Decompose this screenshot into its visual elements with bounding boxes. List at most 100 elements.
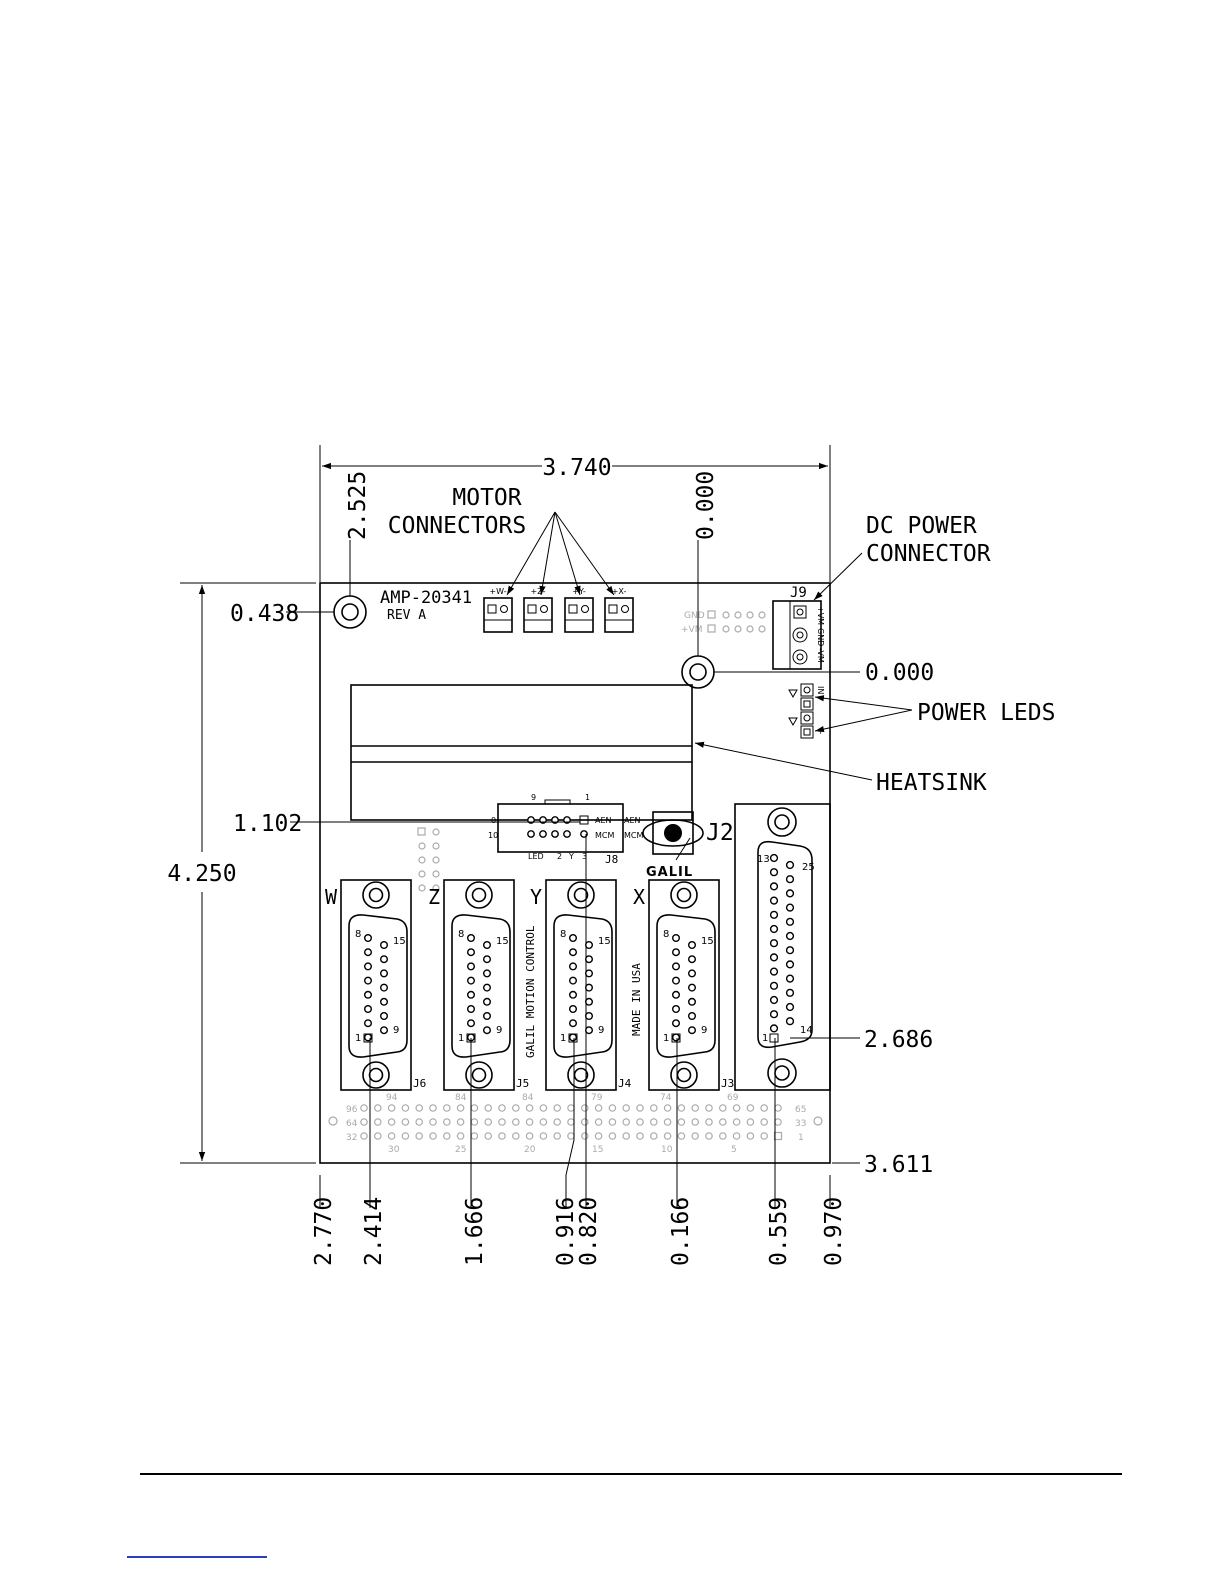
header-hole — [401, 1118, 410, 1126]
header-hole — [442, 1118, 451, 1126]
bottom-dim-6: 0.166 — [668, 1197, 694, 1266]
header-hole — [636, 1104, 644, 1112]
dc-power-line1: DC POWER — [866, 513, 977, 539]
header-hole — [525, 1132, 534, 1140]
connector-pin-label: 15 — [496, 936, 509, 947]
connector-pin — [585, 969, 594, 978]
header-top-num-6: 69 — [727, 1093, 739, 1103]
connector-pin — [672, 1019, 681, 1028]
heatsink-label: HEATSINK — [876, 770, 987, 796]
header-hole — [373, 1104, 382, 1112]
header-hole — [387, 1118, 396, 1126]
bottom-dimension-lines — [319, 834, 831, 1208]
header-hole — [677, 1118, 686, 1126]
header-hole — [553, 1132, 562, 1140]
header-hole — [705, 1104, 713, 1112]
connector-25pin-pin — [785, 946, 795, 955]
header-hole — [442, 1132, 451, 1140]
vm-pad-label: +VM — [681, 625, 702, 635]
j9-pin-gnd: GND — [816, 628, 825, 646]
connector-25pin-pin — [785, 931, 795, 941]
connector-pin — [672, 976, 681, 985]
motor-terminal-x-label: +X- — [612, 587, 627, 596]
bottom-dim-8: 0.970 — [821, 1197, 847, 1266]
vertical-text-galil: GALIL MOTION CONTROL — [524, 925, 537, 1058]
connector-pin-label: 15 — [393, 936, 406, 947]
connector-pin — [483, 997, 492, 1006]
header-hole — [567, 1132, 575, 1140]
connector-pin — [585, 1012, 594, 1021]
pin25-label-13: 13 — [757, 854, 770, 865]
connector-pin — [483, 941, 492, 950]
header-hole — [760, 1132, 769, 1140]
header-hole — [746, 1104, 755, 1112]
j9-pin-vm: +VM — [816, 606, 825, 625]
header-hole — [718, 1104, 727, 1112]
header-hole — [484, 1132, 493, 1140]
side-label-aen: AEN — [624, 816, 641, 825]
origin-x-dim: 0.000 — [693, 471, 719, 540]
header-hole — [677, 1104, 686, 1112]
connector-pin-dim: 2.686 — [864, 1027, 933, 1053]
connector-pin — [467, 1005, 476, 1014]
connector-pin — [688, 983, 697, 992]
header-bottom-num-1: 30 — [388, 1145, 400, 1155]
connector-pin-label: 1 — [663, 1033, 669, 1044]
header-top-num-1: 94 — [386, 1093, 398, 1103]
connector-pin — [364, 976, 373, 985]
header-hole — [663, 1118, 672, 1126]
header-hole — [456, 1104, 465, 1112]
dc-power-line2: CONNECTOR — [866, 541, 991, 567]
connector-pin — [688, 955, 697, 964]
header-hole — [594, 1132, 603, 1140]
header-hole — [525, 1118, 534, 1126]
header-hole — [760, 1118, 769, 1126]
header-hole — [360, 1104, 368, 1112]
connector-pin-label: 15 — [598, 936, 611, 947]
connector-pin-label: 9 — [701, 1025, 707, 1036]
connector-pin — [672, 990, 681, 999]
header-hole — [456, 1132, 465, 1140]
motor-connectors-line2: CONNECTORS — [388, 513, 526, 539]
connector-pin — [483, 1026, 492, 1035]
header-hole — [401, 1104, 410, 1112]
bottom-dimension-labels: 2.770 2.414 1.666 0.916 0.820 0.166 0.55… — [311, 1197, 847, 1266]
motor-connectors-callout: MOTOR CONNECTORS — [388, 485, 615, 596]
connector-pin — [585, 1026, 594, 1035]
connector-pin — [364, 962, 373, 971]
motor-terminal-y: +Y- — [564, 587, 594, 633]
connector-pin-1 — [568, 1033, 578, 1043]
connector-pin-label: 8 — [663, 929, 669, 940]
j8-3: 3 — [582, 852, 587, 861]
connector-pin — [569, 962, 578, 971]
power-leds-label: POWER LEDS — [917, 700, 1055, 726]
connector-pin — [483, 955, 492, 964]
header-hole — [415, 1118, 424, 1126]
connector-pin — [585, 941, 594, 950]
connector-25pin-pin — [785, 960, 795, 969]
header-hole — [470, 1118, 479, 1126]
connector-pin-label: 15 — [701, 936, 714, 947]
header-hole — [608, 1132, 617, 1140]
connector-25pin-pin — [769, 853, 779, 863]
header-hole — [553, 1104, 562, 1112]
motor-terminal-x: +X- — [604, 587, 634, 633]
header-hole — [580, 1118, 589, 1126]
connector-pin — [585, 997, 594, 1006]
connector-pin — [672, 1005, 681, 1014]
header-row-left-96: 96 — [346, 1105, 358, 1115]
connector-ref-y: J4 — [618, 1077, 632, 1090]
j9-pin-negvm: -VM — [816, 648, 825, 663]
origin-y-dim: 0.000 — [865, 660, 934, 686]
connector-25pin-pin — [769, 924, 779, 934]
header-hole — [636, 1132, 644, 1140]
connector-pin — [569, 990, 578, 999]
header-bottom-num-2: 25 — [455, 1145, 466, 1155]
connector-pin — [364, 1019, 373, 1028]
header-hole — [691, 1118, 700, 1126]
connector-ref-z: J5 — [516, 1077, 529, 1090]
connector-pin — [585, 983, 594, 992]
